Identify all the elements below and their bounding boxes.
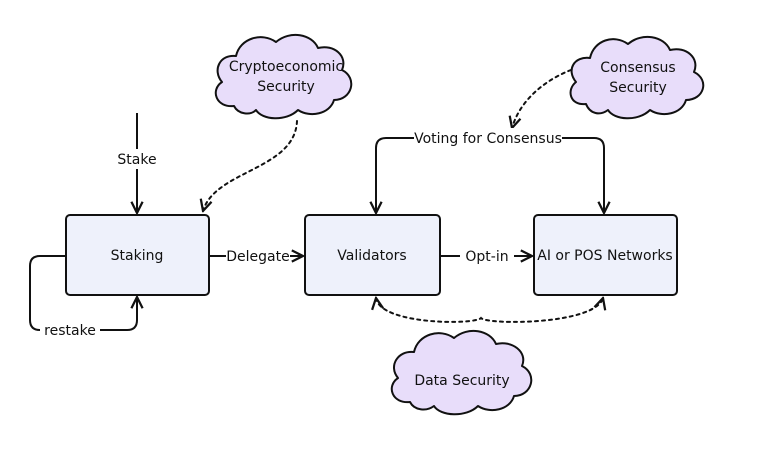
staking-node: Staking (65, 214, 210, 296)
validators-node: Validators (304, 214, 441, 296)
opt-in-label: Opt-in (465, 249, 508, 265)
networks-node: AI or POS Networks (533, 214, 678, 296)
networks-node-label: AI or POS Networks (537, 248, 672, 264)
cryptoeconomic-security-line1: Cryptoeconomic (229, 59, 343, 75)
cryptoeconomic-security-line2: Security (257, 79, 315, 95)
consensus-security-cloud: Consensus Security (569, 35, 705, 120)
restake-label: restake (44, 323, 96, 339)
data-security-cloud: Data Security (390, 329, 533, 416)
validators-node-label: Validators (337, 248, 406, 264)
consensus-security-line1: Consensus (600, 60, 675, 76)
data-security-link (376, 298, 603, 323)
stake-label: Stake (117, 152, 156, 168)
cryptoeconomic-security-link (203, 120, 298, 211)
staking-node-label: Staking (111, 248, 164, 264)
restake-edge (29, 255, 137, 331)
consensus-security-link (512, 69, 572, 128)
voting-for-consensus-label: Voting for Consensus (414, 131, 562, 147)
data-security-label: Data Security (414, 373, 509, 389)
cryptoeconomic-security-cloud: Cryptoeconomic Security (214, 33, 353, 120)
delegate-label: Delegate (226, 249, 289, 265)
consensus-security-line2: Security (609, 80, 667, 96)
